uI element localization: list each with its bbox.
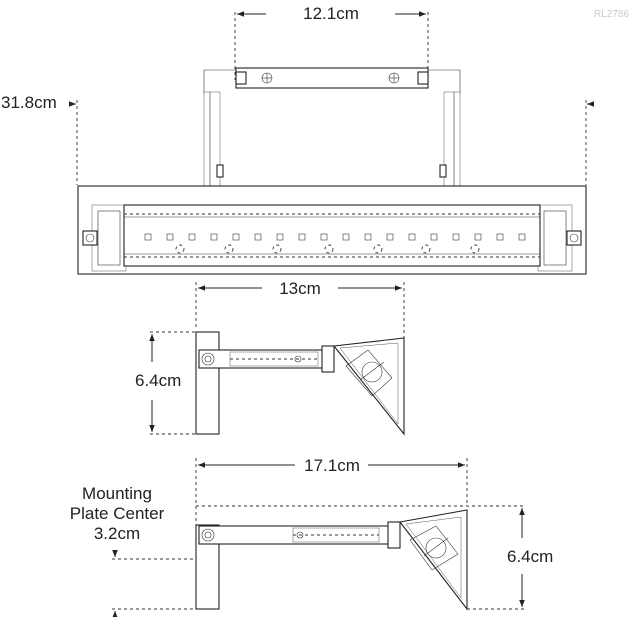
overall-width-dimension: 31.8cm xyxy=(1,93,594,185)
height-label-top: 6.4cm xyxy=(135,371,181,390)
height-dimension-top: 6.4cm xyxy=(135,331,196,435)
support-arms xyxy=(203,69,461,203)
head-top xyxy=(332,337,405,436)
height-dimension-bottom: 6.4cm xyxy=(196,505,553,610)
wall-plate-bottom xyxy=(195,524,220,610)
mounting-label-line3: 3.2cm xyxy=(94,524,140,543)
mounting-label-line2: Plate Center xyxy=(70,504,165,523)
depth-label-top: 13cm xyxy=(279,279,321,298)
overall-width-label: 31.8cm xyxy=(1,93,57,112)
height-label-bottom: 6.4cm xyxy=(507,547,553,566)
mounting-center-dimension: Mounting Plate Center 3.2cm xyxy=(70,484,196,617)
mounting-label-line1: Mounting xyxy=(82,484,152,503)
arm-top xyxy=(198,345,335,373)
arm-bottom xyxy=(198,521,401,549)
side-view-retracted: 13cm 6.4cm xyxy=(135,279,405,436)
fixture-body xyxy=(77,185,587,275)
depth-label-bottom: 17.1cm xyxy=(304,456,360,475)
led-row xyxy=(144,233,526,241)
arm-span-label: 12.1cm xyxy=(303,4,359,23)
wall-plate-top xyxy=(195,331,220,435)
head-bottom xyxy=(399,509,468,611)
side-view-extended: 17.1cm Mounting Plate Center 3.2cm 6.4cm xyxy=(70,456,553,617)
mounting-plate xyxy=(235,67,429,89)
depth-dimension-bottom: 17.1cm xyxy=(195,456,468,525)
front-view: 12.1cm 31.8cm xyxy=(1,4,594,275)
screw-row xyxy=(175,244,480,254)
reference-code: RL2786 xyxy=(594,9,629,20)
depth-dimension-top: 13cm xyxy=(195,279,405,340)
